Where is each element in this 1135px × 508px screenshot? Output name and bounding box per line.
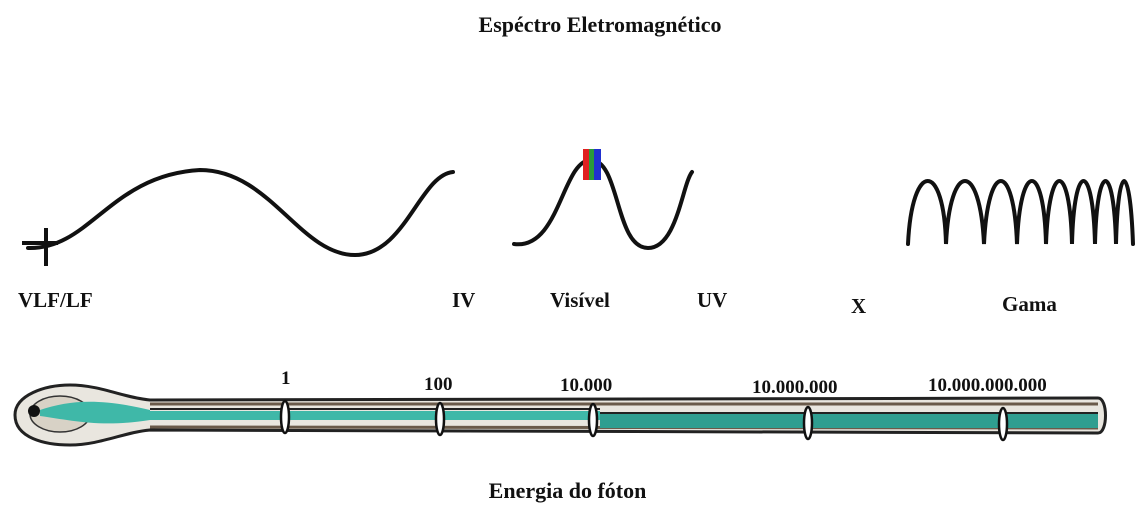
band-label-uv: UV — [697, 288, 728, 312]
energy-tick-mark — [434, 401, 446, 437]
visible-light-marker — [583, 149, 601, 180]
high-frequency-wave — [906, 179, 1135, 246]
diagram-title: Espéctro Eletromagnético — [478, 12, 722, 37]
energy-tick-mark — [997, 406, 1009, 442]
band-label-x-ray: X — [851, 294, 867, 318]
energy-tick-mark — [802, 405, 814, 441]
axis-title: Energia do fóton — [488, 478, 647, 503]
energy-tick-label: 10.000.000 — [752, 377, 838, 398]
band-label-gamma: Gama — [1002, 292, 1057, 316]
energy-tick-mark — [279, 399, 291, 435]
energy-tick-label: 10.000.000.000 — [928, 375, 1047, 396]
band-label-ir: IV — [452, 288, 476, 312]
visible-region-wave — [512, 157, 694, 251]
energy-tick-mark — [587, 402, 599, 438]
band-label-vlf-lf: VLF/LF — [18, 288, 93, 312]
energy-tick-marks — [279, 399, 1009, 442]
low-frequency-wave — [26, 167, 455, 258]
energy-tick-label: 10.000 — [560, 375, 613, 396]
energy-tick-label: 100 — [424, 374, 453, 395]
band-label-visible: Visível — [550, 288, 610, 312]
energy-tick-label: 1 — [281, 368, 291, 389]
wave-origin-cross — [22, 228, 58, 266]
